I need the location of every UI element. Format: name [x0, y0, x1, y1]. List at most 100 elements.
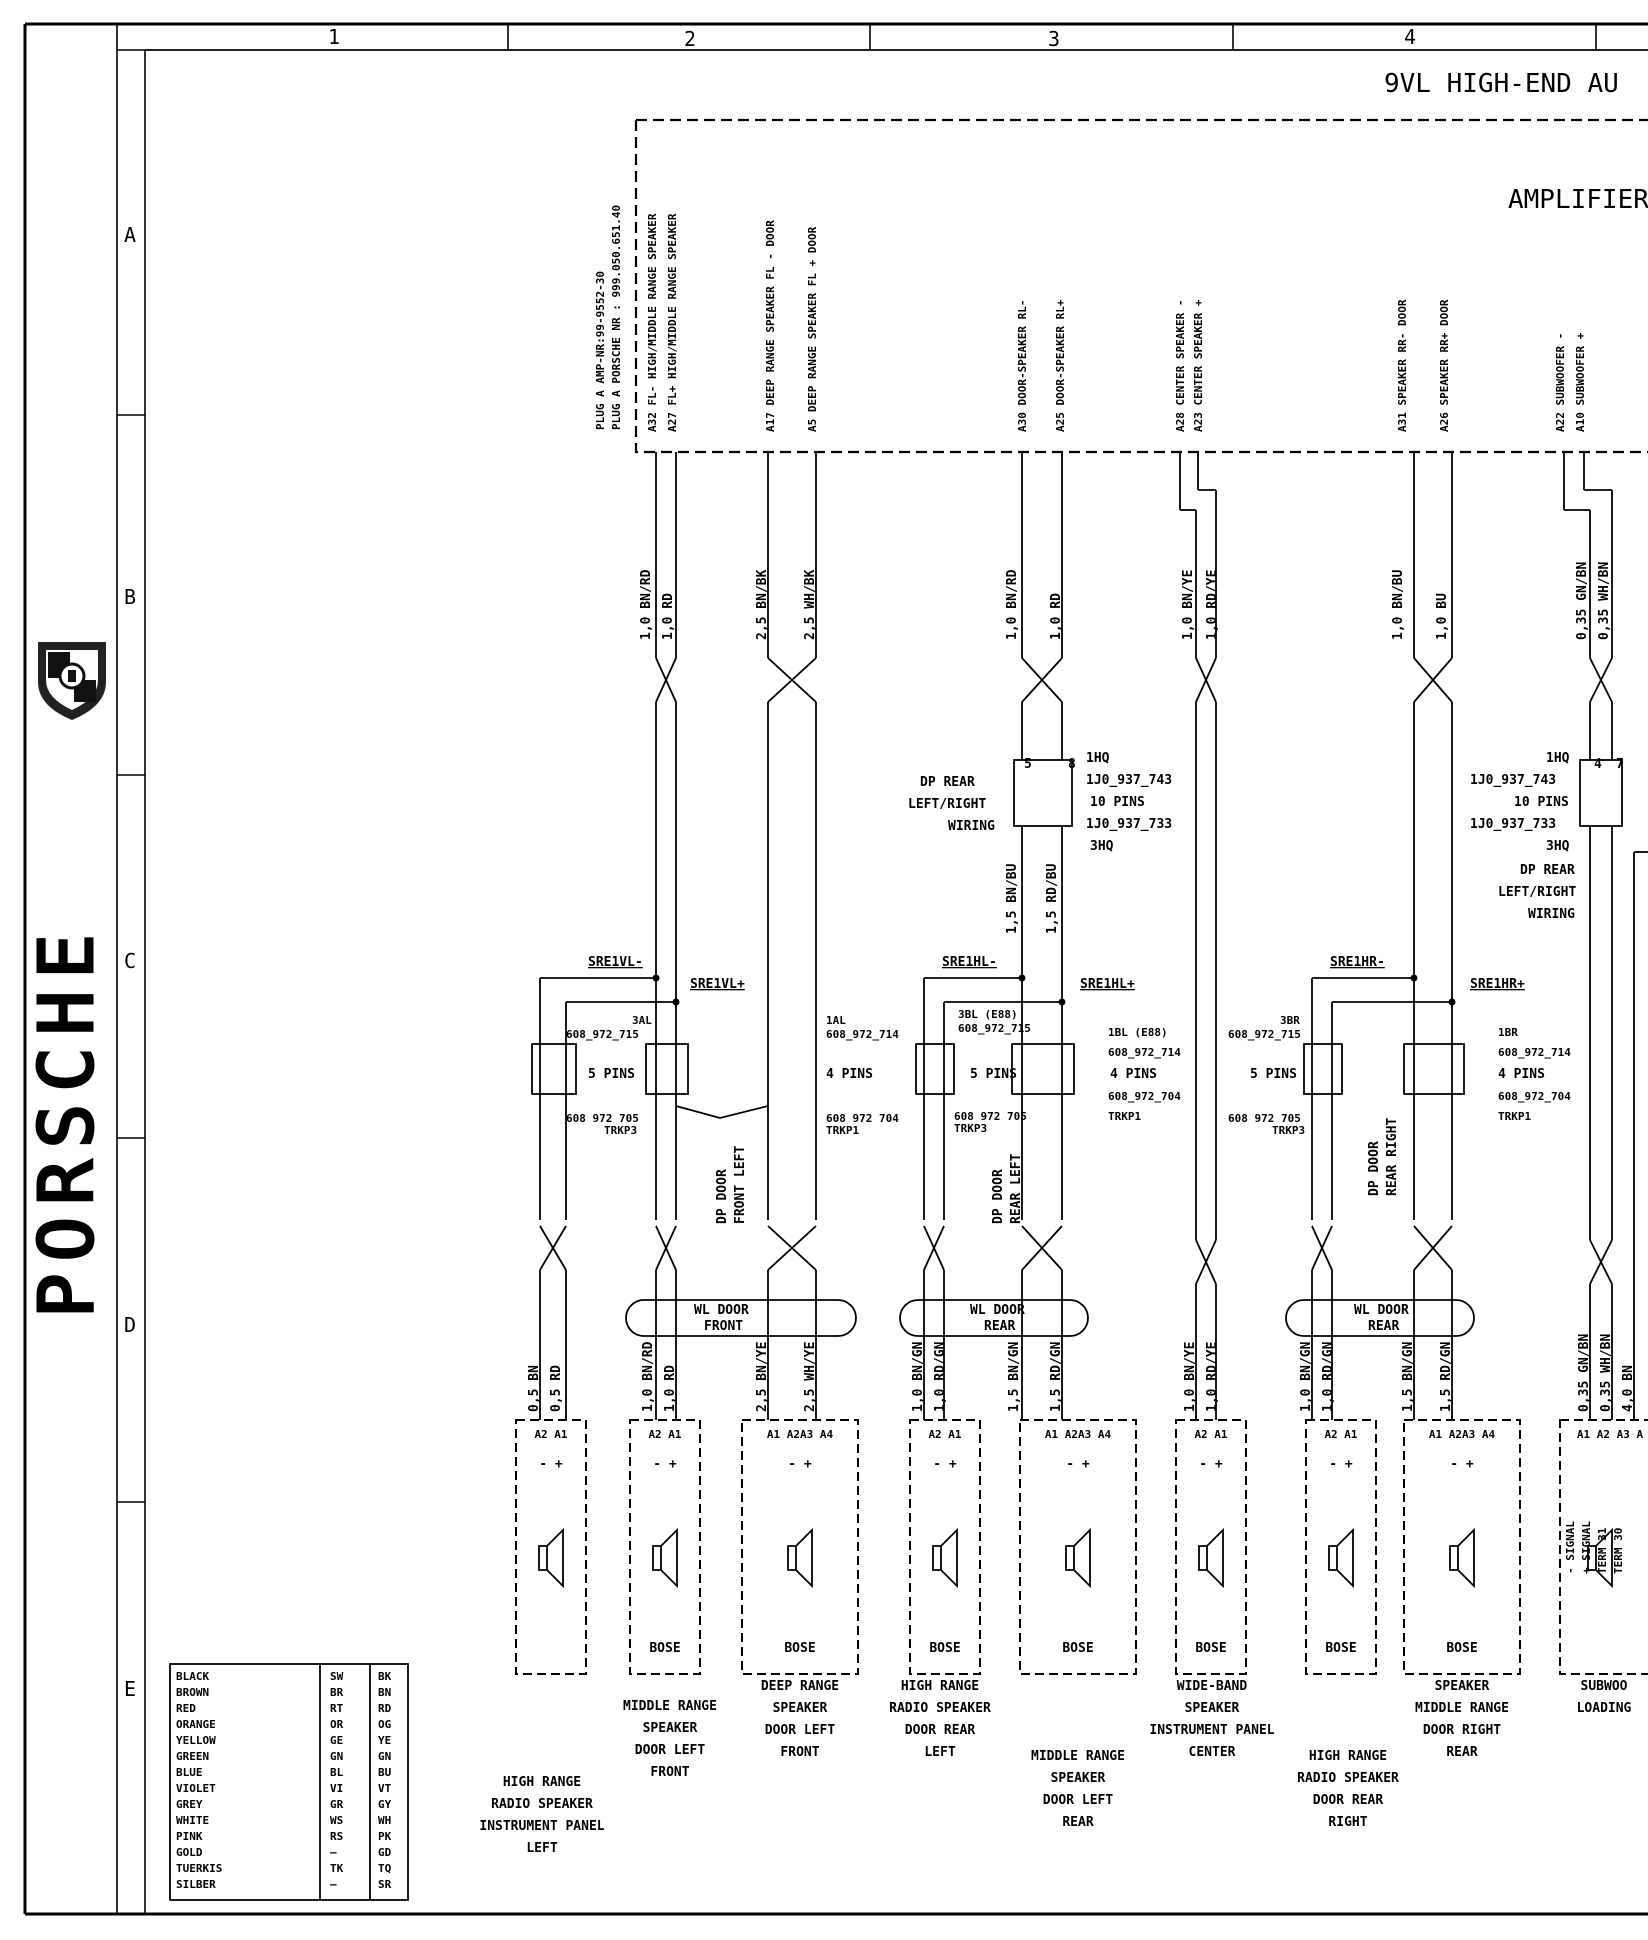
door-label: REAR LEFT — [1009, 1153, 1024, 1224]
speaker-pins: A1 A2A3 A4 — [1045, 1428, 1112, 1441]
legend-color-name: GOLD — [176, 1846, 203, 1859]
door-connector-trk: TRKP3 — [604, 1124, 637, 1137]
speaker-pins: A2 A1 — [928, 1428, 961, 1441]
wire-label: 2,5 WH/BK — [803, 569, 818, 640]
row-label: E — [124, 1677, 136, 1701]
speaker-description: LOADING — [1577, 1701, 1632, 1716]
connector-text: 1J0_937_743 — [1086, 773, 1172, 788]
speaker-polarity: - + — [788, 1457, 812, 1472]
speaker-description: WIDE-BAND — [1177, 1679, 1248, 1694]
speaker-icon — [1328, 1527, 1354, 1589]
door-connector-id: 3BL (E88) — [958, 1008, 1018, 1021]
harness-label: WL DOOR — [970, 1303, 1025, 1318]
speaker-pins: A2 A1 — [648, 1428, 681, 1441]
amplifier-box: AMPLIFIER PLUG A AMP-NR:99-9552-30 PLUG … — [594, 118, 1648, 454]
wire-harness — [1285, 1299, 1475, 1337]
speaker-box — [741, 1419, 859, 1675]
speaker: A2 A1 - + — [515, 1419, 587, 1675]
legend-code-en: TQ — [378, 1862, 392, 1875]
door-label: DP DOOR — [991, 1169, 1006, 1224]
speaker-description: HIGH RANGE — [503, 1775, 581, 1790]
legend-code-en: BK — [378, 1670, 392, 1683]
speaker-icon — [1198, 1527, 1224, 1589]
speaker-description: FRONT — [780, 1745, 819, 1760]
legend-code-de: GE — [330, 1734, 343, 1747]
legend-code-de: GN — [330, 1750, 343, 1763]
legend-color-name: GREEN — [176, 1750, 209, 1763]
door-connector-id: 1BL (E88) — [1108, 1026, 1168, 1039]
speaker-description: LEFT — [526, 1841, 557, 1856]
legend-code-en: PK — [378, 1830, 392, 1843]
connector-text: WIRING — [1528, 907, 1575, 922]
legend-code-en: RD — [378, 1702, 392, 1715]
speaker-signal-label: - SIGNAL — [1564, 1521, 1577, 1574]
connector-1hq-right: 1HQ 1J0_937_743 10 PINS 1J0_937_733 3HQ … — [1470, 751, 1624, 922]
speaker-description: DEEP RANGE — [761, 1679, 839, 1694]
row-label: C — [124, 949, 136, 973]
wire-twist — [1311, 1225, 1333, 1271]
speaker-icon — [538, 1527, 564, 1589]
splice-labels: SRE1VL- SRE1VL+ SRE1HL- SRE1HL+ SRE1HR- … — [588, 955, 1525, 992]
connector-text: 1HQ — [1546, 751, 1570, 766]
speaker-polarity: - + — [539, 1457, 563, 1472]
connector-text: 1J0_937_733 — [1086, 817, 1172, 832]
wire-harness — [625, 1299, 857, 1337]
pin-label: A32 FL- HIGH/MIDDLE RANGE SPEAKER — [646, 213, 659, 432]
connector-text: DP REAR — [1520, 863, 1575, 878]
plug-label: PLUG A PORSCHE NR : 999.050.651.40 — [610, 205, 623, 430]
door-connector-body — [915, 1043, 955, 1095]
pin-label: A23 CENTER SPEAKER + — [1192, 299, 1205, 432]
speaker-brand: BOSE — [1195, 1641, 1226, 1656]
speaker-description: SPEAKER — [1051, 1771, 1106, 1786]
wire-twist — [1589, 1239, 1613, 1285]
harness-label: REAR — [984, 1319, 1015, 1334]
speaker-pins: A2 A1 — [534, 1428, 567, 1441]
speaker-pins: A1 A2 A3 A — [1577, 1428, 1644, 1441]
legend-code-en: YE — [378, 1734, 391, 1747]
wire-label: 1,5 BN/GN — [1007, 1341, 1022, 1412]
connector-1hq-body — [1579, 759, 1623, 827]
connector-text: 5 — [1024, 757, 1032, 772]
door-connector-pn: 608_972_714 — [1498, 1046, 1571, 1059]
speaker-pins: A1 A2A3 A4 — [1429, 1428, 1496, 1441]
wire-twist — [1413, 657, 1453, 703]
door-connector-pn2: 608 972 704 — [826, 1112, 899, 1125]
door-connector-pn2: 608 972 705 — [1228, 1112, 1301, 1125]
wire-label: 1,5 RD/GN — [1439, 1341, 1454, 1412]
door-connector-pn2: 608_972_704 — [1108, 1090, 1181, 1103]
wire-twist — [655, 1225, 677, 1271]
legend-code-de: BL — [330, 1766, 344, 1779]
splice-label: SRE1HL+ — [1080, 977, 1135, 992]
wire-label: 0,35 WH/BN — [1597, 562, 1612, 640]
legend-color-name: ORANGE — [176, 1718, 216, 1731]
speaker-description: CENTER — [1189, 1745, 1236, 1760]
door-connector-texts: 3AL 608_972_715 5 PINS 608 972 705 TRKP3… — [566, 1008, 1571, 1137]
speaker-description: LEFT — [924, 1745, 955, 1760]
wire-twist — [539, 1225, 567, 1271]
wire-label: 0,5 RD — [549, 1365, 564, 1412]
wire-twist — [1589, 657, 1613, 703]
door-connector-pn: 608_972_714 — [1108, 1046, 1181, 1059]
legend-code-en: WH — [378, 1814, 391, 1827]
door-connector-id: 3BR — [1280, 1014, 1300, 1027]
wire-label: 1,0 BN/GN — [1299, 1341, 1314, 1412]
door-connector-pins: 5 PINS — [970, 1067, 1017, 1082]
legend-code-en: BU — [378, 1766, 392, 1779]
connector-1hq-left: DP REAR LEFT/RIGHT WIRING 5 8 1HQ 1J0_93… — [908, 751, 1172, 854]
drawing-frame — [23, 22, 1648, 1916]
wire-label: 1,0 RD — [663, 1365, 678, 1412]
splice-label: SRE1HR+ — [1470, 977, 1525, 992]
door-connector-trk: TRKP1 — [1498, 1110, 1531, 1123]
legend-code-de: RS — [330, 1830, 343, 1843]
door-connector-pins: 5 PINS — [1250, 1067, 1297, 1082]
speaker: A1 A2A3 A4- +BOSE — [1019, 1419, 1137, 1675]
pin-label: A28 CENTER SPEAKER - — [1174, 300, 1187, 432]
wire-label: 4,0 BN — [1621, 1365, 1636, 1412]
speaker-box — [1559, 1419, 1648, 1675]
speaker: A1 A2A3 A4- +BOSE — [1403, 1419, 1521, 1675]
wire-label: 1,0 RD — [1049, 593, 1064, 640]
speaker-box — [1305, 1419, 1377, 1675]
